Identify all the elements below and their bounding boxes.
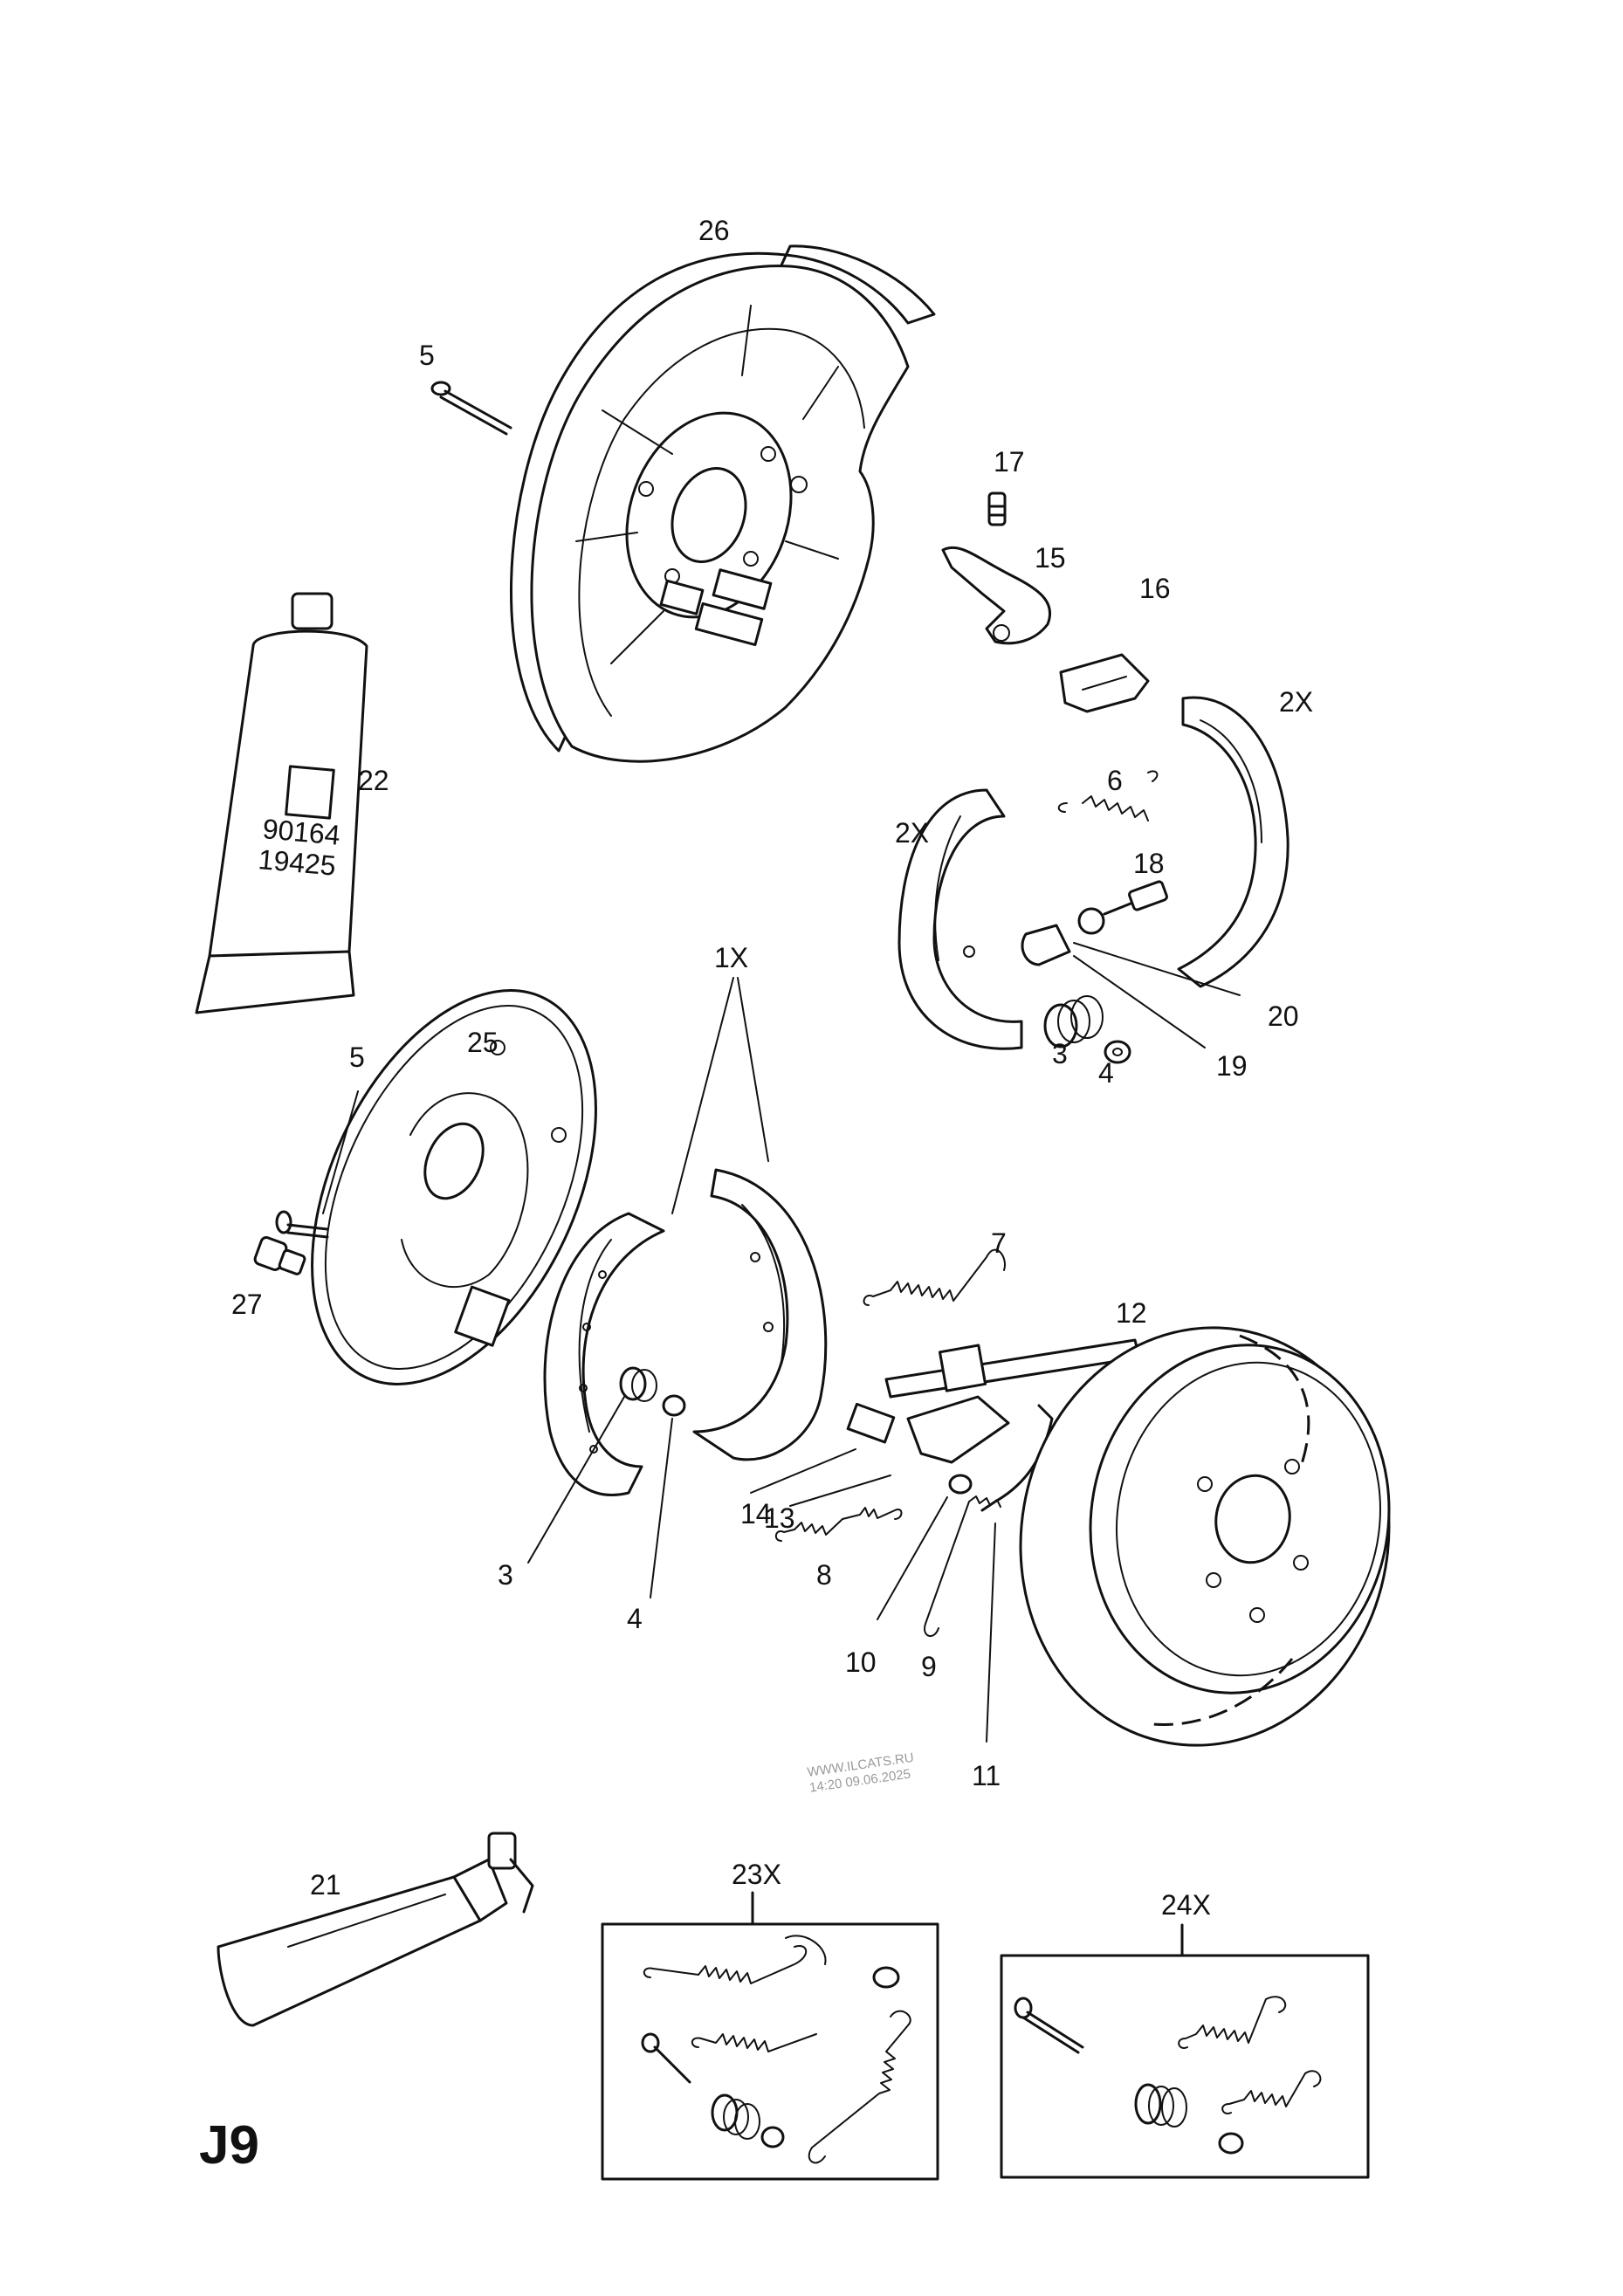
kit-23x-box <box>601 1891 939 2181</box>
part-19-plug <box>1021 924 1071 966</box>
callout-8: 8 <box>816 1559 832 1591</box>
part-16-bracket <box>1059 653 1150 713</box>
callout-18: 18 <box>1133 848 1165 879</box>
part-1x-brake-shoe-rear <box>692 1168 828 1461</box>
part-4-washer-middle <box>662 1394 686 1417</box>
callout-23x: 23X <box>732 1859 781 1890</box>
callout-2x-left: 2X <box>895 817 929 849</box>
callout-26: 26 <box>698 215 730 246</box>
callout-4-middle: 4 <box>627 1603 643 1634</box>
part-4-washer-upper <box>1104 1040 1131 1064</box>
callout-7: 7 <box>991 1227 1007 1259</box>
callout-10: 10 <box>845 1646 877 1678</box>
callout-5-middle: 5 <box>349 1041 365 1073</box>
part-7-spring <box>863 1248 1006 1306</box>
callout-21: 21 <box>310 1869 341 1901</box>
callout-1x: 1X <box>714 942 748 973</box>
part-8-spring <box>774 1507 903 1542</box>
callout-11: 11 <box>972 1760 1001 1791</box>
callout-16: 16 <box>1139 573 1171 604</box>
part-15-lever <box>941 546 1052 645</box>
callouts: 26 5 17 15 16 2X 22 6 2X 18 20 19 3 4 1X… <box>231 215 1313 1921</box>
part-10-washer <box>948 1474 973 1495</box>
callout-27: 27 <box>231 1289 263 1320</box>
part-2x-parking-shoe-left <box>897 788 1023 1050</box>
callout-19: 19 <box>1216 1050 1248 1082</box>
part-26-dust-shield <box>510 244 936 763</box>
part-3-spring-middle <box>619 1366 657 1402</box>
diagram-code: J9 <box>199 2115 259 2176</box>
part-21-tube <box>217 1832 534 2027</box>
callout-9: 9 <box>921 1651 937 1682</box>
part-22-grease-tube: 90164 19425 <box>195 592 368 1014</box>
callout-12: 12 <box>1116 1297 1147 1329</box>
part-25-backing-plate <box>311 989 597 1385</box>
callout-25: 25 <box>467 1027 499 1058</box>
part-2x-parking-shoe-right <box>1177 696 1289 988</box>
tube-text-1: 90164 <box>261 813 341 851</box>
callout-22: 22 <box>358 765 389 796</box>
callout-3-upper: 3 <box>1052 1038 1068 1069</box>
kit-24x-box <box>1000 1923 1370 2179</box>
part-1x-brake-shoe-front <box>543 1212 665 1496</box>
callout-2x-right: 2X <box>1279 686 1313 718</box>
part-20-adjuster-nut <box>1077 907 1105 935</box>
part-9-spring <box>924 1495 1001 1637</box>
part-17-nipple <box>987 492 1007 526</box>
part-13-lever <box>906 1395 1010 1464</box>
callout-15: 15 <box>1035 542 1066 574</box>
part-5-pin-top <box>430 381 512 436</box>
callout-14: 14 <box>740 1498 772 1530</box>
part-11-rod <box>980 1404 1054 1512</box>
callout-24x: 24X <box>1161 1889 1211 1921</box>
callout-4-upper: 4 <box>1098 1057 1114 1089</box>
watermark: WWW.ILCATS.RU 14:20 09.06.2025 <box>807 1750 915 1796</box>
callout-6: 6 <box>1107 765 1123 796</box>
callout-5-top: 5 <box>419 340 435 371</box>
callout-17: 17 <box>994 446 1025 478</box>
leader-lines <box>322 942 1241 1743</box>
part-18-bolt <box>1103 880 1168 916</box>
part-5-pin-middle <box>275 1210 329 1239</box>
part-12-strut <box>884 1338 1141 1399</box>
part-27-bleeder <box>253 1236 306 1275</box>
brake-drum <box>1019 1326 1391 1747</box>
callout-20: 20 <box>1268 1000 1299 1032</box>
part-6-spring <box>1057 770 1159 821</box>
callout-13: 13 <box>764 1502 795 1534</box>
part-14-sleeve <box>846 1402 896 1444</box>
tube-text-2: 19425 <box>257 843 337 882</box>
callout-3-middle: 3 <box>498 1559 513 1591</box>
part-3-spring-upper <box>1043 995 1104 1048</box>
